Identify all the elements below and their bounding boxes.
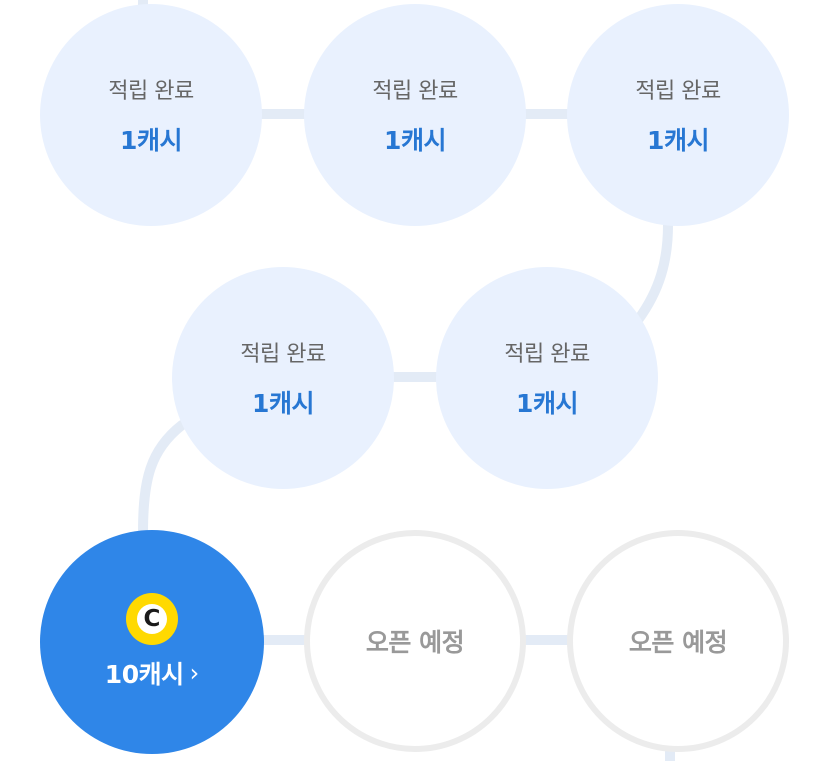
current-reward-amount: 10캐시 [104,660,184,689]
reward-node-5: 적립 완료 1캐시 [436,267,658,489]
reward-node-pending-2: 오픈 예정 [567,530,789,752]
node-status: 적립 완료 [240,342,326,367]
reward-node-pending-1: 오픈 예정 [304,530,526,752]
node-pending-label: 오픈 예정 [365,628,465,657]
node-status: 적립 완료 [504,342,590,367]
current-reward-button[interactable]: C 10캐시 › [40,530,264,754]
reward-node-4: 적립 완료 1캐시 [172,267,394,489]
reward-node-3: 적립 완료 1캐시 [567,4,789,226]
node-status: 적립 완료 [635,79,721,104]
node-status: 적립 완료 [108,79,194,104]
node-amount: 1캐시 [120,126,182,155]
cash-coin-icon: C [126,593,178,645]
node-amount: 1캐시 [384,126,446,155]
node-amount: 1캐시 [516,389,578,418]
chevron-right-icon: › [189,659,200,687]
node-status: 적립 완료 [372,79,458,104]
node-amount: 1캐시 [647,126,709,155]
coin-letter: C [137,604,167,634]
node-amount: 1캐시 [252,389,314,418]
node-pending-label: 오픈 예정 [628,628,728,657]
reward-node-2: 적립 완료 1캐시 [304,4,526,226]
reward-node-1: 적립 완료 1캐시 [40,4,262,226]
